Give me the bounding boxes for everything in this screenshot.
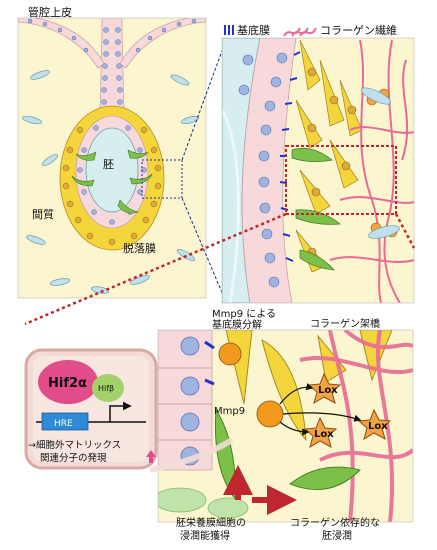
legend-collagen-fiber: コラーゲン繊維: [320, 24, 397, 37]
label-ecm-1: →細胞外マトリックス: [28, 439, 121, 451]
label-decidua: 脱落膜: [123, 241, 156, 255]
mechanism-panel: [158, 330, 413, 522]
label-ecm-2: 関連分子の発現: [40, 452, 107, 464]
hif2a-protein: [38, 360, 98, 404]
hifb-protein: [92, 374, 124, 402]
zoom-panel: [222, 38, 414, 303]
label-hre: HRE: [54, 419, 73, 429]
up-arrow-icon: [146, 450, 156, 463]
label-collagen-invasion-2: 胚浸潤: [322, 530, 352, 542]
label-stroma: 間質: [32, 207, 54, 221]
zoom-box: [141, 159, 183, 199]
zoom-box-2: [285, 145, 397, 215]
label-trophoblast-2: 浸潤能獲得: [180, 529, 230, 542]
hre-box: [41, 412, 89, 431]
lox-label-3: Lox: [314, 429, 334, 440]
basement-membrane: [279, 51, 301, 262]
label-lumen-epithelium: 管腔上皮: [28, 5, 72, 19]
collagen-legend-icon: [283, 27, 317, 37]
label-hifb: Hifβ: [98, 384, 114, 393]
mmp9-cell-top: [218, 342, 242, 366]
label-trophoblast-1: 胚栄養膜細胞の: [176, 516, 246, 529]
basement-membrane-legend-icon: [224, 25, 234, 35]
uterus-overview-panel: [18, 18, 206, 298]
label-hif2a: Hif2α: [48, 376, 87, 391]
label-mmp9: Mmp9: [214, 406, 245, 417]
mmp9-cell: [256, 400, 284, 428]
label-mmp9-degradation-2: 基底膜分解: [212, 318, 262, 331]
label-collagen-invasion-1: コラーゲン依存的な: [290, 516, 380, 529]
lox-label-2: Lox: [368, 421, 388, 432]
lox-star-2: [357, 408, 392, 441]
label-embryo: 胚: [103, 158, 114, 171]
lox-label-1: Lox: [318, 385, 338, 396]
label-mmp9-degradation-1: Mmp9 による: [212, 308, 276, 320]
trophoblast-cells: [71, 149, 153, 214]
embryo: [85, 127, 139, 213]
label-collagen-crosslink: コラーゲン架橋: [310, 317, 380, 330]
legend-basement-membrane: 基底膜: [237, 23, 270, 37]
hif-inset: [24, 348, 158, 470]
